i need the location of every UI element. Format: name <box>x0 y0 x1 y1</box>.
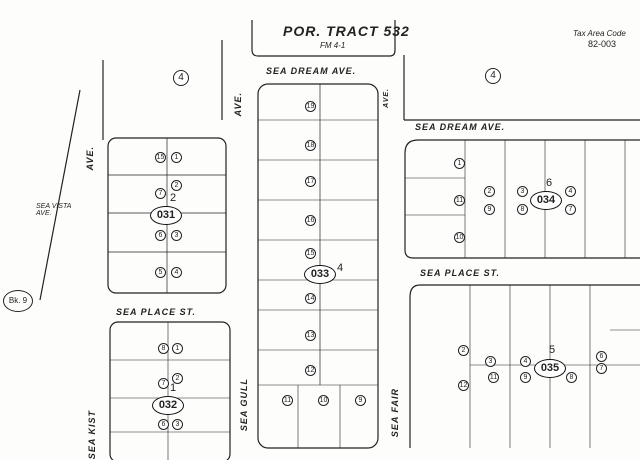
parcel-number: 17 <box>305 176 316 187</box>
parcel-number: 2 <box>484 186 495 197</box>
parcel-number: 2 <box>172 373 183 384</box>
parcel-number: 2 <box>171 180 182 191</box>
parcel-number: 3 <box>172 419 183 430</box>
parcel-number: 6 <box>158 419 169 430</box>
parcel-number: 15 <box>155 152 166 163</box>
parcel-number: 6 <box>155 230 166 241</box>
parcel-number: 1 <box>454 158 465 169</box>
parcel-number: 1 <box>171 152 182 163</box>
block-032-label: 032 <box>152 396 184 415</box>
block-033-number: 4 <box>337 262 344 274</box>
block-035-label: 035 <box>534 359 566 378</box>
parcel-number: 16 <box>305 215 316 226</box>
street-sea-fair: SEA FAIR <box>390 388 400 438</box>
parcel-number: 3 <box>485 356 496 367</box>
parcel-number: 7 <box>158 378 169 389</box>
parcel-number: 8 <box>158 343 169 354</box>
parcel-number: 1 <box>172 343 183 354</box>
street-ave-left: AVE. <box>85 146 95 171</box>
parcel-number: 12 <box>458 380 469 391</box>
street-sea-vista: SEA VISTA AVE. <box>36 203 72 217</box>
tax-area-label: Tax Area Code <box>573 29 626 38</box>
block-034-label: 034 <box>530 191 562 210</box>
page-ref-left: 4 <box>173 70 189 86</box>
parcel-number: 8 <box>566 372 577 383</box>
parcel-number: 4 <box>171 267 182 278</box>
block-033-label: 033 <box>304 265 336 284</box>
street-sea-place-left: SEA PLACE ST. <box>116 307 197 317</box>
tax-area-code: 82-003 <box>588 39 617 49</box>
parcel-number: 19 <box>305 101 316 112</box>
street-ave-center: AVE. <box>233 92 243 117</box>
parcel-number: 11 <box>282 395 293 406</box>
parcel-number: 5 <box>155 267 166 278</box>
parcel-number: 11 <box>488 372 499 383</box>
parcel-number: 10 <box>318 395 329 406</box>
parcel-number: 6 <box>596 351 607 362</box>
parcel-number: 9 <box>520 372 531 383</box>
street-sea-kist: SEA KIST <box>87 410 97 460</box>
parcel-number: 3 <box>171 230 182 241</box>
block-035-number: 5 <box>549 344 556 356</box>
street-sea-place-right: SEA PLACE ST. <box>420 268 501 278</box>
parcel-number: 7 <box>155 188 166 199</box>
map-subtitle: FM 4-1 <box>320 41 346 50</box>
block-031-number: 2 <box>170 192 177 204</box>
parcel-number: 9 <box>355 395 366 406</box>
parcel-number: 10 <box>454 232 465 243</box>
page-ref-right: 4 <box>485 68 501 84</box>
block-031-label: 031 <box>150 206 182 225</box>
parcel-number: 15 <box>305 248 316 259</box>
parcel-number: 9 <box>484 204 495 215</box>
parcel-number: 7 <box>565 204 576 215</box>
street-sea-dream-top: SEA DREAM AVE. <box>266 66 357 76</box>
parcel-number: 14 <box>305 293 316 304</box>
parcel-number: 4 <box>520 356 531 367</box>
parcel-number: 8 <box>517 204 528 215</box>
block-032-number: 1 <box>170 382 177 394</box>
parcel-number: 7 <box>596 363 607 374</box>
parcel-number: 3 <box>517 186 528 197</box>
map-title: POR. TRACT 532 <box>283 23 410 39</box>
parcel-number: 13 <box>305 330 316 341</box>
book-9-ref: Bk. 9 <box>3 290 33 312</box>
street-sea-dream-right: SEA DREAM AVE. <box>415 122 506 132</box>
parcel-number: 18 <box>305 140 316 151</box>
parcel-number: 4 <box>565 186 576 197</box>
parcel-number: 2 <box>458 345 469 356</box>
block-034-number: 6 <box>546 177 553 189</box>
street-ave-top-right: AVE. <box>383 88 390 108</box>
parcel-number: 12 <box>305 365 316 376</box>
street-sea-gull: SEA GULL <box>239 378 249 432</box>
parcel-number: 11 <box>454 195 465 206</box>
